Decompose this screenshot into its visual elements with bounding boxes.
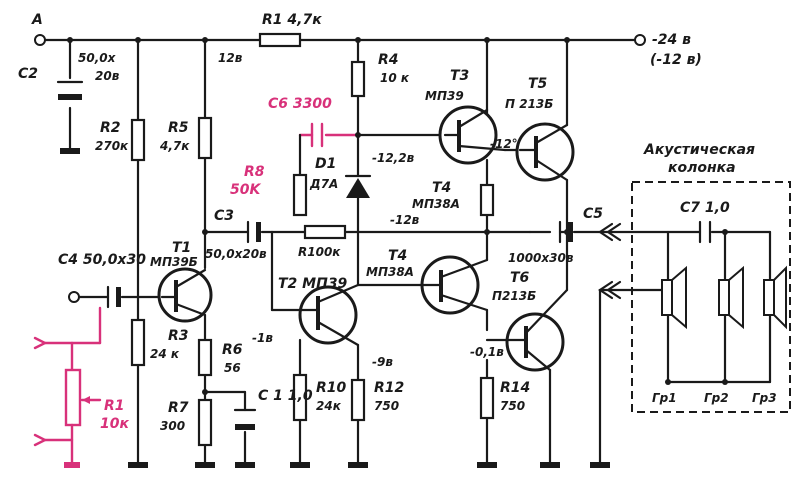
- label-c3-value: 50,0x20в: [205, 247, 267, 261]
- terminals: [34, 34, 728, 395]
- resistor-r3: [130, 318, 146, 367]
- label-r2-name: R2: [100, 120, 121, 136]
- resistor-k1: [258, 32, 302, 48]
- transistors: [157, 105, 575, 372]
- label-t5-model: П 213Б: [505, 97, 553, 111]
- label-c5-name: C5: [583, 206, 603, 222]
- label-t6-name: T6: [510, 270, 530, 286]
- ground-symbols: [60, 148, 610, 468]
- speaker-gr1: [661, 265, 687, 330]
- label-d1-model: Д7А: [309, 177, 338, 191]
- label-t5-name: T5: [528, 76, 548, 92]
- label-t4b-name: T4: [388, 248, 407, 264]
- label-gr1: Гр1: [652, 391, 677, 405]
- label-t2: T2 МП39: [278, 276, 348, 292]
- transistor-t3: [438, 105, 507, 165]
- label-v12-2: -12,2в: [372, 151, 415, 165]
- resistor-r2: [130, 118, 146, 162]
- resistor-r4: [350, 60, 366, 98]
- label-gr2: Гр2: [704, 391, 729, 405]
- label-r9: R100к: [298, 245, 341, 259]
- label-r6-name: R6: [222, 342, 243, 358]
- label-c2-name: C2: [18, 66, 38, 82]
- label-t4b-model: МП38А: [366, 265, 414, 279]
- label-c6: C6 3300: [268, 96, 332, 112]
- label-r5-name: R5: [168, 120, 189, 136]
- resistors: [130, 32, 495, 447]
- label-r1-name: R1: [104, 398, 125, 414]
- label-t3-model: МП39: [425, 89, 464, 103]
- resistor-r12: [350, 378, 366, 422]
- label-gr3: Гр3: [752, 391, 777, 405]
- label-t1-model: МП39Б: [150, 255, 198, 269]
- wires: [38, 38, 772, 464]
- label-r3-value: 24 к: [150, 347, 180, 361]
- label-v12: 12в: [218, 51, 243, 65]
- label-c7: C7 1,0: [680, 200, 730, 216]
- label-r10-value: 24к: [316, 399, 342, 413]
- label-r14-value: 750: [500, 399, 525, 413]
- label-supply: -24 в: [652, 32, 691, 48]
- transistor-t6: [485, 288, 569, 372]
- label-r8-value: 50K: [230, 182, 261, 198]
- label-r4-name: R4: [378, 52, 399, 68]
- label-r4-value: 10 к: [380, 71, 410, 85]
- label-v01: -0,1в: [470, 345, 504, 359]
- resistor-r8: [292, 173, 308, 217]
- label-speaker-title-1: Акустическая: [643, 142, 755, 158]
- label-r7-value: 300: [160, 419, 185, 433]
- label-r12-value: 750: [374, 399, 399, 413]
- resistor-r10: [292, 373, 308, 422]
- label-c5-value: 1000x30в: [508, 251, 574, 265]
- transistor-t5: [515, 122, 575, 182]
- transistor-t4: [418, 255, 489, 315]
- label-c2-value: 50,0x: [78, 51, 117, 65]
- resistor-r9: [303, 224, 347, 240]
- resistor-r7: [197, 398, 213, 447]
- label-d1-name: D1: [315, 156, 336, 172]
- transistor-t1: [157, 267, 213, 323]
- label-k1: R1 4,7к: [262, 12, 322, 28]
- label-v1: -1в: [252, 331, 273, 345]
- label-v12b: -12в: [390, 213, 420, 227]
- labels: A -24 в (-12 в) R1 4,7к 12в C2 50,0x 20в…: [18, 12, 777, 433]
- diode-d1: [344, 174, 372, 198]
- resistor-t4-emitter: [479, 183, 495, 217]
- label-r12-name: R12: [374, 380, 404, 396]
- label-terminal-a: A: [31, 12, 43, 28]
- input-network: [33, 306, 102, 468]
- resistor-r6: [197, 338, 213, 377]
- resistor-r5: [197, 116, 213, 160]
- label-r14-name: R14: [500, 380, 530, 396]
- label-r8-name: R8: [244, 164, 265, 180]
- label-v9: -9в: [372, 355, 393, 369]
- speaker-gr2: [718, 265, 744, 330]
- label-speaker-title-2: колонка: [668, 160, 736, 176]
- label-t4a-model: МП38А: [412, 197, 460, 211]
- label-t3-name: T3: [450, 68, 469, 84]
- label-c4: C4 50,0x30: [58, 252, 146, 268]
- label-r10-name: R10: [316, 380, 347, 396]
- label-t1-name: T1: [172, 240, 191, 256]
- label-r6-value: 56: [224, 361, 241, 375]
- label-r5-value: 4,7к: [159, 139, 190, 153]
- label-c1: C 1 1,0: [258, 388, 313, 404]
- transistor-t2: [298, 283, 360, 347]
- label-t6-model: П213Б: [492, 289, 536, 303]
- speaker-gr3: [763, 265, 787, 330]
- label-c3-name: C3: [214, 208, 234, 224]
- resistor-r14: [479, 376, 495, 420]
- label-r3-name: R3: [168, 328, 189, 344]
- label-r7-name: R7: [168, 400, 189, 416]
- label-t4a-name: T4: [432, 180, 451, 196]
- label-r1-value: 10к: [100, 416, 129, 432]
- capacitors: [56, 80, 712, 430]
- label-v12c: -12°: [490, 137, 518, 151]
- label-c2-voltage: 20в: [95, 69, 120, 83]
- label-r2-value: 270к: [95, 139, 129, 153]
- label-supply-alt: (-12 в): [650, 52, 702, 68]
- speaker-box: [598, 181, 791, 413]
